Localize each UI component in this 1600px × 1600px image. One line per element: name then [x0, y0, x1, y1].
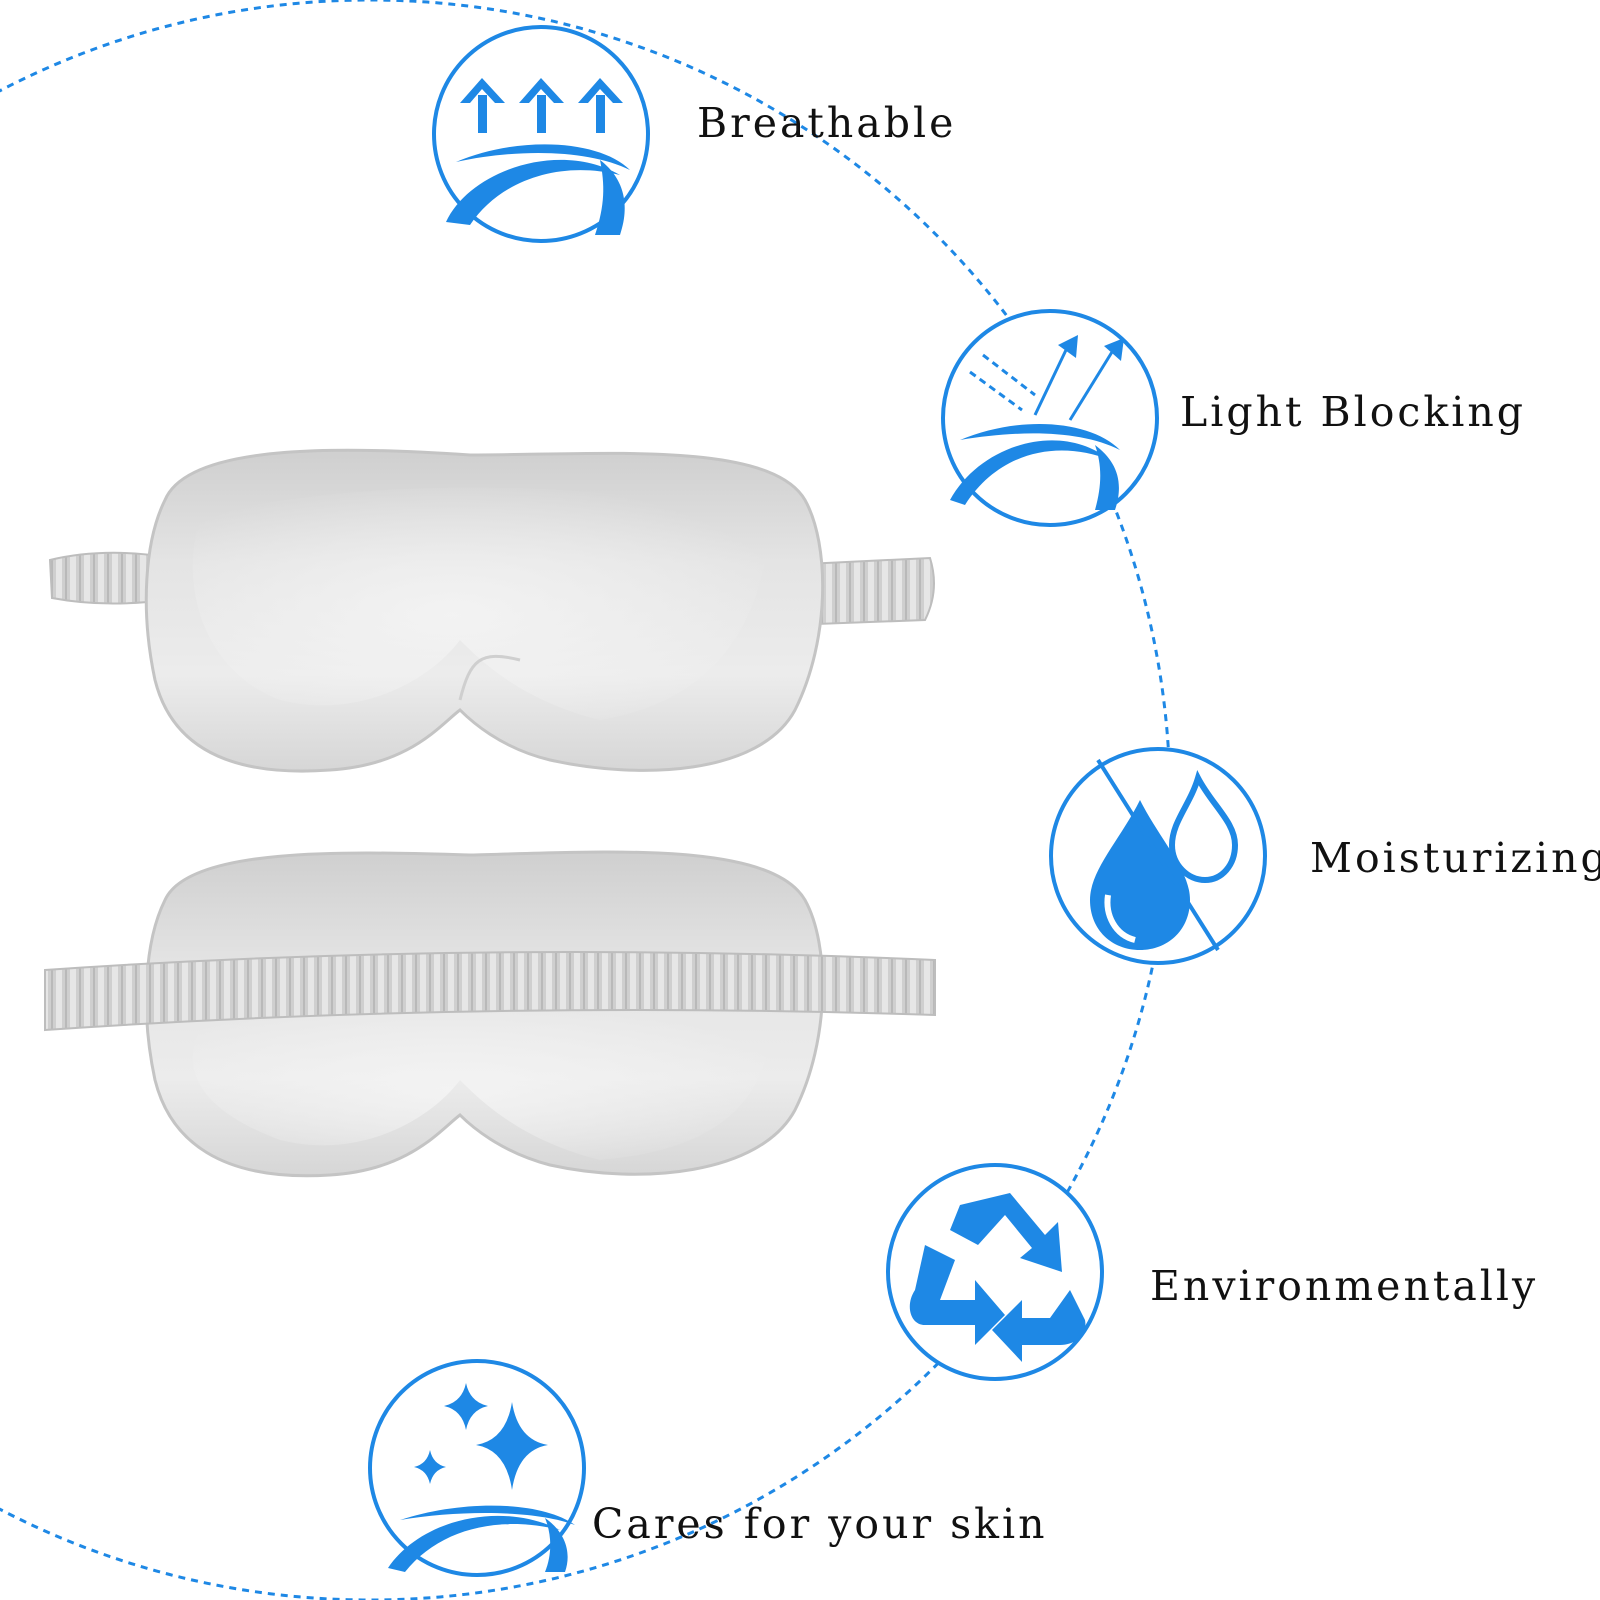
feature-label-breathable: Breathable: [697, 99, 957, 147]
environmentally-icon-badge: [886, 1163, 1104, 1381]
mask-strap-full: [44, 951, 936, 1032]
light-blocking-icon: [950, 335, 1124, 510]
feature-label-moisturizing: Moisturizing: [1310, 834, 1600, 882]
sparkles-icon: [388, 1383, 575, 1572]
feature-label-environmentally: Environmentally: [1150, 1262, 1539, 1310]
moisturizing-icon-badge: [1049, 747, 1267, 965]
recycle-icon: [909, 1193, 1086, 1362]
cares-for-skin-icon-badge: [368, 1359, 586, 1577]
light-blocking-icon-badge: [941, 309, 1159, 527]
feature-label-light-blocking: Light Blocking: [1180, 388, 1526, 436]
sleep-mask-bottom: [44, 850, 936, 1178]
breathable-icon-badge: [432, 25, 650, 243]
feature-label-cares-for-skin: Cares for your skin: [592, 1500, 1048, 1548]
breathable-arrows-icon: [446, 78, 630, 235]
water-drops-icon: [1090, 758, 1239, 952]
sleep-mask-top: [48, 448, 935, 773]
